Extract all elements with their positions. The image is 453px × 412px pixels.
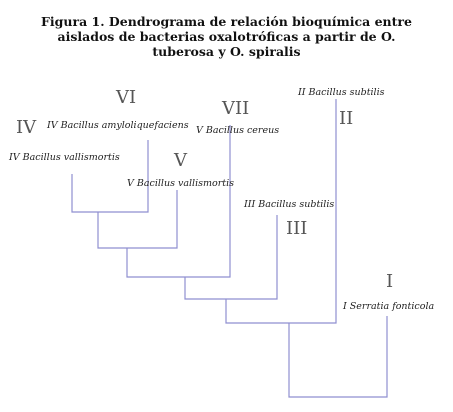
branch-cluster-1 (71, 140, 149, 213)
cluster-numerals: IV VI V VII III II I (16, 87, 393, 292)
branch-cluster-3 (126, 125, 231, 278)
leaf-label-ii: II Bacillus subtilis (297, 87, 385, 98)
dendrogram-branches (71, 99, 388, 398)
leaf-label-v: V Bacillus vallismortis (127, 178, 234, 189)
figure-title-line-3: tuberosa y O. spiralis (152, 44, 301, 59)
leaf-label-iv: IV Bacillus vallismortis (8, 152, 120, 163)
numeral-v: V (173, 150, 188, 171)
numeral-vi: VI (115, 87, 136, 108)
numeral-i: I (386, 271, 393, 292)
leaf-labels: IV Bacillus vallismortis IV Bacillus amy… (8, 87, 434, 312)
numeral-ii: II (339, 108, 353, 129)
leaf-label-i: I Serratia fonticola (342, 301, 434, 312)
figure-title-line-1: Figura 1. Dendrograma de relación bioquí… (41, 14, 412, 29)
numeral-vii: VII (221, 98, 249, 119)
numeral-iv: IV (16, 117, 37, 138)
branch-cluster-2 (97, 190, 178, 249)
branch-cluster-4 (184, 215, 278, 300)
leaf-label-vi: IV Bacillus amyloliquefaciens (46, 120, 189, 131)
branch-cluster-6 (288, 316, 388, 398)
figure-title: Figura 1. Dendrograma de relación bioquí… (0, 14, 453, 59)
leaf-label-vii: V Bacillus cereus (196, 125, 279, 136)
branch-cluster-5 (225, 99, 337, 324)
figure-title-line-2: aislados de bacterias oxalotróficas a pa… (57, 29, 396, 44)
numeral-iii: III (286, 218, 307, 239)
leaf-label-iii: III Bacillus subtilis (243, 199, 334, 210)
